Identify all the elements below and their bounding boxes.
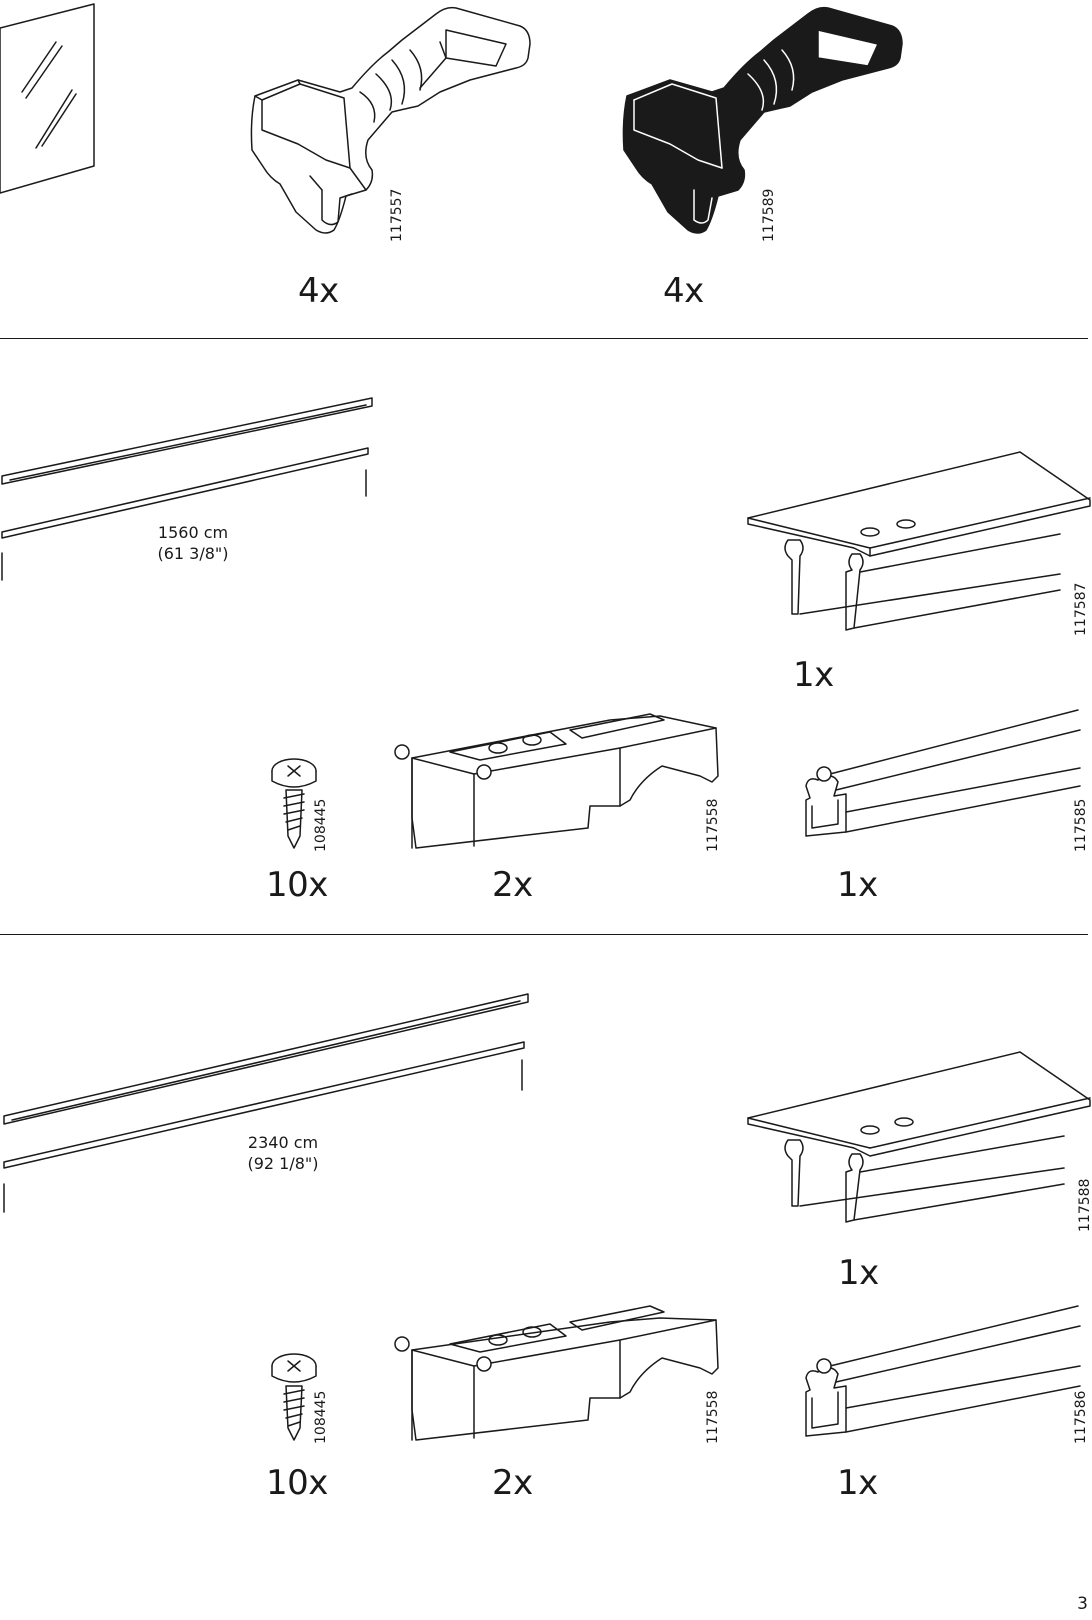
part-code: 117558 [705, 1390, 721, 1444]
rail-length-label: 2340 cm (92 1/8") [218, 1132, 348, 1174]
part-code: 117589 [761, 188, 777, 242]
part-code: 117557 [389, 188, 405, 242]
part-code: 108445 [313, 798, 329, 852]
bottom-track-icon [805, 1305, 1081, 1437]
bottom-track-icon [805, 709, 1081, 837]
part-code: 117558 [705, 798, 721, 852]
part-quantity: 4x [298, 271, 339, 311]
top-track-icon [747, 1051, 1091, 1223]
section-divider [0, 934, 1088, 935]
part-code: 108445 [313, 1390, 329, 1444]
rail-length-metric: 1560 cm [157, 523, 229, 542]
glider-icon [394, 713, 719, 849]
page-number: 3 [1077, 1594, 1088, 1614]
part-quantity: 2x [492, 865, 533, 905]
part-code: 117585 [1073, 798, 1089, 852]
part-quantity: 1x [793, 655, 834, 695]
glider-icon [394, 1305, 719, 1441]
handle-white-icon [250, 6, 531, 234]
part-quantity: 4x [663, 271, 704, 311]
part-quantity: 1x [838, 1253, 879, 1293]
part-quantity: 10x [266, 865, 328, 905]
part-quantity: 2x [492, 1463, 533, 1503]
part-code: 117586 [1073, 1390, 1089, 1444]
screw-icon [271, 1353, 317, 1441]
part-quantity: 1x [837, 1463, 878, 1503]
rail-strip-icon [3, 993, 529, 1213]
part-code: 117587 [1073, 582, 1089, 636]
part-quantity: 10x [266, 1463, 328, 1503]
top-track-icon [747, 451, 1091, 631]
screw-icon [271, 758, 317, 849]
section-divider [0, 338, 1088, 339]
part-code: 117588 [1077, 1178, 1092, 1232]
rail-length-metric: 2340 cm [247, 1133, 319, 1152]
handle-black-icon [622, 6, 903, 234]
rail-length-imperial: (92 1/8") [247, 1154, 319, 1173]
rail-strip-icon [1, 397, 373, 581]
part-quantity: 1x [837, 865, 878, 905]
rail-length-imperial: (61 3/8") [157, 544, 229, 563]
rail-length-label: 1560 cm (61 3/8") [128, 522, 258, 564]
glass-panel-icon [0, 3, 95, 194]
